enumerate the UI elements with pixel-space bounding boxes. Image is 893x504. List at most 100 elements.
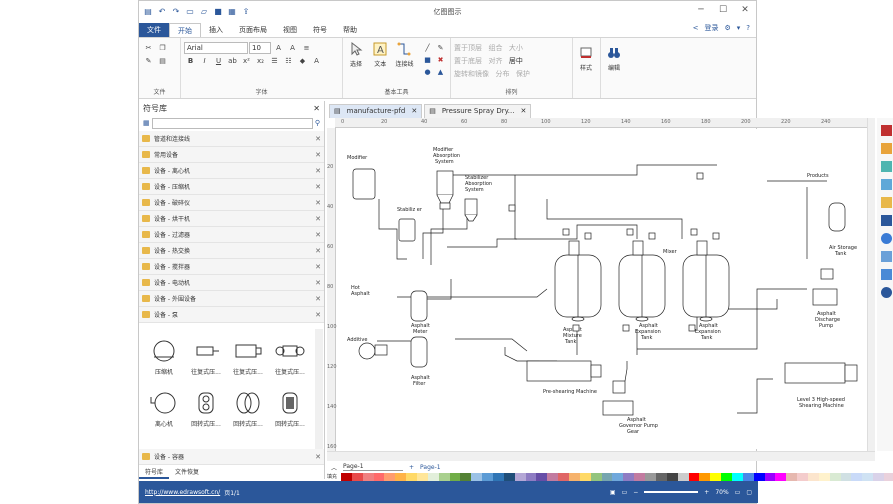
font-color-icon[interactable]: A (314, 56, 319, 65)
library-scrollbar[interactable] (315, 329, 323, 449)
subscript-icon[interactable]: x₂ (257, 56, 264, 65)
tab-insert[interactable]: 插入 (209, 26, 223, 34)
bring-top-button[interactable]: 置于顶层 (454, 43, 482, 52)
shape-compressor[interactable]: 压缩机 (143, 339, 185, 376)
close-icon[interactable]: ✕ (315, 230, 321, 239)
color-swatch[interactable] (645, 473, 656, 481)
color-swatch[interactable] (525, 473, 537, 481)
color-swatch[interactable] (503, 473, 515, 481)
doc-tab-manufacture[interactable]: ▤manufacture-pfd✕ (329, 104, 423, 118)
redo-icon[interactable]: ↷ (172, 6, 180, 16)
numbering-icon[interactable]: ☷ (285, 56, 292, 65)
color-swatch[interactable] (373, 473, 385, 481)
cut-icon[interactable]: ✂ (145, 43, 152, 52)
close-icon[interactable]: ✕ (411, 107, 418, 115)
color-swatch[interactable] (807, 473, 819, 481)
center-button[interactable]: 居中 (508, 56, 523, 65)
style-button[interactable]: 样式 (576, 45, 596, 72)
close-icon[interactable]: ✕ (315, 150, 321, 159)
library-menu-icon[interactable]: ▦ (143, 119, 150, 127)
tab-symbol[interactable]: 符号 (313, 26, 327, 34)
strike-icon[interactable]: ab (228, 56, 237, 65)
color-swatch[interactable] (634, 473, 646, 481)
color-swatch[interactable] (427, 473, 439, 481)
chevron-down-icon[interactable]: ▾ (736, 24, 741, 32)
color-swatch[interactable] (590, 473, 602, 481)
color-swatch[interactable] (536, 473, 548, 481)
shape-reciprocating-2[interactable]: 往复式压... (227, 339, 269, 376)
website-link[interactable]: http://www.edrawsoft.cn/ (145, 488, 221, 496)
tab-symbol-library[interactable]: 符号库 (139, 465, 170, 479)
tab-page-layout[interactable]: 页面布局 (239, 26, 267, 34)
library-item[interactable]: 设备 - 电动机✕ (139, 275, 324, 291)
color-swatch[interactable] (449, 473, 461, 481)
color-swatch[interactable] (384, 473, 396, 481)
share-icon[interactable]: < (692, 24, 699, 32)
library-item[interactable]: 常用设备✕ (139, 147, 324, 163)
horizontal-scrollbar[interactable] (327, 451, 875, 461)
tab-home[interactable]: 开始 (169, 23, 201, 37)
color-swatch[interactable] (579, 473, 591, 481)
edit-shape-icon[interactable] (881, 143, 892, 154)
color-swatch[interactable] (351, 473, 363, 481)
color-swatch[interactable] (829, 473, 841, 481)
fill-color-icon[interactable]: ◆ (299, 56, 306, 65)
document-icon[interactable] (881, 251, 892, 262)
protect-button[interactable]: 保护 (515, 69, 530, 78)
color-swatch[interactable] (840, 473, 852, 481)
color-swatch[interactable] (742, 473, 754, 481)
close-icon[interactable]: ✕ (520, 107, 527, 115)
color-swatch[interactable] (710, 473, 722, 481)
color-swatch[interactable] (438, 473, 450, 481)
color-swatch[interactable] (417, 473, 428, 481)
library-item[interactable]: 设备 - 过滤器✕ (139, 227, 324, 243)
color-swatch[interactable] (753, 473, 765, 481)
tab-help[interactable]: 帮助 (343, 26, 357, 34)
close-icon[interactable]: ✕ (315, 198, 321, 207)
page-tab[interactable]: Page-1 (420, 463, 441, 471)
color-swatch[interactable] (623, 473, 635, 481)
doc-tab-pressure-spray[interactable]: ▤Pressure Spray Dry...✕ (424, 104, 532, 118)
color-swatch[interactable] (775, 473, 787, 481)
gear-icon[interactable]: ⚙ (724, 24, 731, 32)
fit-icon[interactable]: ▭ (621, 488, 628, 496)
line-icon[interactable]: ╱ (425, 44, 430, 52)
new-icon[interactable]: ▭ (186, 6, 194, 16)
page-select[interactable]: Page-1 (343, 463, 404, 471)
fill-icon[interactable] (881, 161, 892, 172)
open-icon[interactable]: ▱ (200, 6, 208, 16)
close-icon[interactable]: ✕ (315, 214, 321, 223)
pen-icon[interactable]: ✎ (437, 44, 444, 52)
align-icon[interactable]: ≡ (303, 43, 310, 52)
format-icon[interactable] (881, 125, 892, 136)
shape-rotary-2[interactable]: 回转式压... (227, 391, 269, 428)
library-item[interactable]: 设备 - 离心机✕ (139, 163, 324, 179)
superscript-icon[interactable]: x² (243, 56, 250, 65)
grow-font-icon[interactable]: A (276, 43, 281, 52)
close-icon[interactable]: ✕ (313, 103, 320, 113)
color-swatch[interactable] (862, 473, 874, 481)
tab-file[interactable]: 文件 (139, 23, 169, 37)
format-painter-icon[interactable]: ✎ (145, 56, 152, 65)
tab-view[interactable]: 视图 (283, 26, 297, 34)
color-swatch[interactable] (797, 473, 808, 481)
library-item[interactable]: 设备 - 外围设备✕ (139, 291, 324, 307)
color-swatch[interactable] (601, 473, 613, 481)
bullets-icon[interactable]: ☰ (271, 56, 278, 65)
rotate-button[interactable]: 旋转和镜像 (454, 69, 489, 78)
color-swatch[interactable] (731, 473, 743, 481)
edit-button[interactable]: 编辑 (604, 45, 624, 72)
color-swatch[interactable] (482, 473, 494, 481)
color-swatch[interactable] (699, 473, 711, 481)
color-swatch[interactable] (655, 473, 667, 481)
color-swatch[interactable] (558, 473, 570, 481)
color-swatch[interactable] (341, 473, 352, 481)
folder-icon[interactable] (881, 197, 892, 208)
zoom-in-icon[interactable]: + (704, 488, 710, 496)
color-swatch[interactable] (883, 473, 893, 481)
close-icon[interactable]: ✕ (315, 166, 321, 175)
page-view-icon[interactable]: ▣ (609, 488, 616, 496)
color-swatch[interactable] (460, 473, 472, 481)
library-item[interactable]: 设备 - 压缩机✕ (139, 179, 324, 195)
